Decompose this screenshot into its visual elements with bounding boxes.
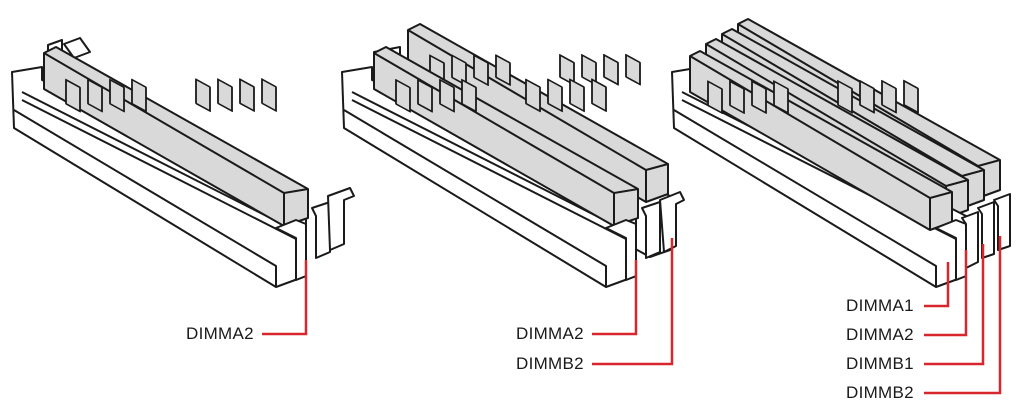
memory-chips	[395, 78, 607, 113]
memory-chips	[65, 78, 277, 113]
socket-latch	[327, 187, 355, 251]
leader-line	[592, 238, 674, 366]
slot-label-dimma1: DIMMA1	[846, 296, 914, 315]
leader-line	[924, 250, 968, 337]
slot-label-dimmb2: DIMMB2	[516, 354, 584, 373]
socket-clip-rear	[63, 37, 91, 59]
leader-line	[262, 260, 308, 336]
socket-latch	[659, 191, 685, 253]
leader-line	[924, 236, 1002, 395]
slot-label-dimmb1: DIMMB1	[846, 354, 914, 373]
socket-latch	[993, 193, 1011, 251]
slot-label-dimmb2: DIMMB2	[846, 383, 914, 402]
memory-chips	[429, 53, 641, 87]
dimm-config-quad	[671, 18, 1011, 288]
slot-label-dimma2: DIMMA2	[516, 324, 584, 343]
leader-line	[924, 262, 950, 308]
socket-latch	[311, 201, 331, 259]
leader-line	[924, 244, 985, 366]
dimm-config-single	[11, 37, 355, 288]
socket-latch	[641, 201, 661, 259]
leader-line	[592, 260, 638, 336]
slot-label-dimma2: DIMMA2	[186, 324, 254, 343]
socket-latch	[977, 201, 995, 259]
slot-label-dimma2: DIMMA2	[846, 325, 914, 344]
memory-chips	[707, 79, 919, 115]
dimm-config-dual	[341, 23, 685, 288]
